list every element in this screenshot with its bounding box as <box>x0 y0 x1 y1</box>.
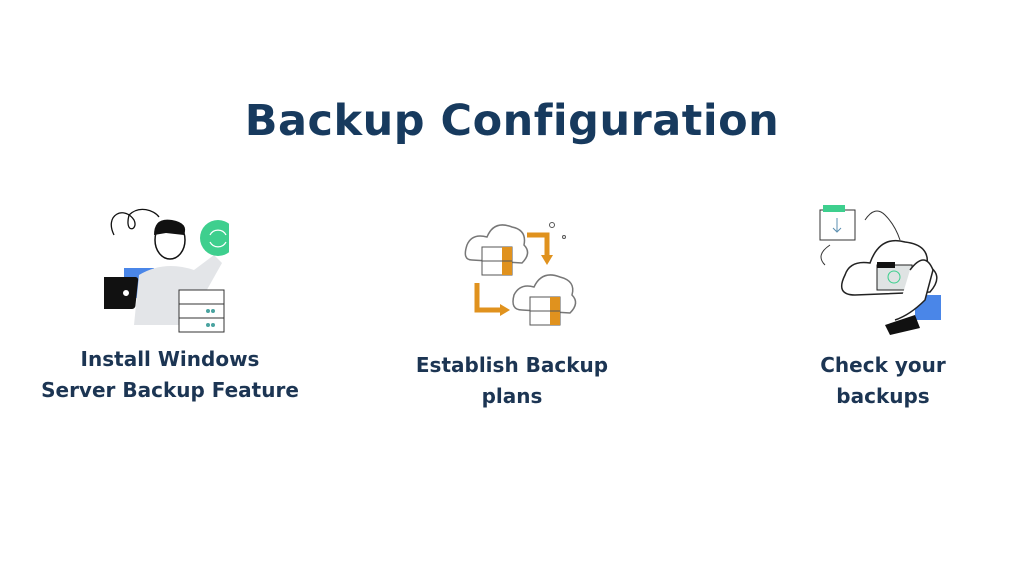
step-install-caption: Install Windows Server Backup Feature <box>30 344 310 406</box>
step-install-line1: Install Windows <box>80 347 260 371</box>
person-laptop-server-sync-icon <box>104 208 229 333</box>
step-establish-caption: Establish Backup plans <box>392 350 632 412</box>
page-title: Backup Configuration <box>244 96 780 146</box>
step-check-caption: Check your backups <box>773 350 993 412</box>
hand-cloud-folder-icon <box>819 205 941 335</box>
step-check-line1: Check your <box>820 353 946 377</box>
step-establish-line1: Establish Backup <box>415 353 609 377</box>
step-check-line2: backups <box>836 384 930 408</box>
step-establish-line2: plans <box>481 384 543 408</box>
step-install-line2: Server Backup Feature <box>41 378 299 402</box>
cloud-server-replication-icon <box>464 222 577 326</box>
